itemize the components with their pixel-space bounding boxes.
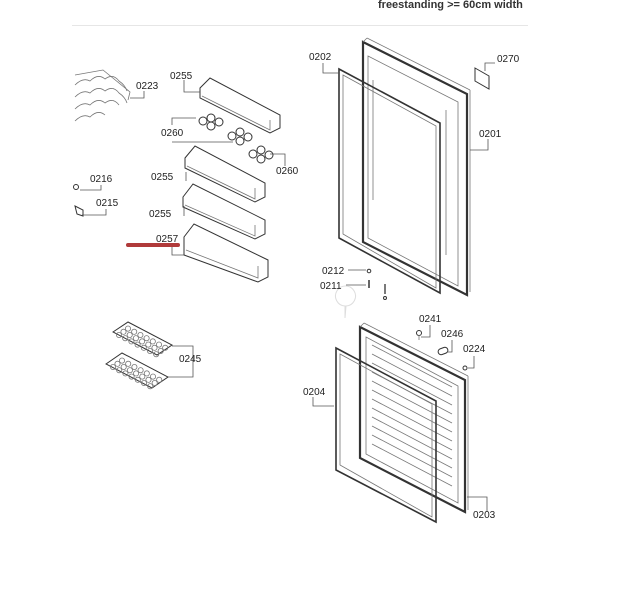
label-0212[interactable]: 0212 [322, 266, 345, 277]
leader-lines [80, 62, 495, 512]
freezer-door-slat [371, 434, 453, 478]
part-0202-fridge-gasket[interactable] [338, 67, 441, 295]
part-0255-bin-middle[interactable] [184, 145, 266, 203]
ice-cube-cell [145, 341, 152, 348]
ice-cube-cell [139, 373, 146, 380]
part-0215[interactable] [74, 205, 84, 217]
header-divider [72, 25, 528, 26]
part-0212[interactable] [366, 268, 372, 274]
part-0201-fridge-door[interactable] [361, 37, 471, 297]
label-0203[interactable]: 0203 [473, 510, 496, 521]
ice-cube-cell [162, 344, 169, 351]
label-0223[interactable]: 0223 [136, 81, 159, 92]
part-0246[interactable] [437, 346, 449, 356]
label-0215[interactable]: 0215 [96, 198, 119, 209]
freezer-door-slat [371, 380, 453, 424]
ice-cube-cell [122, 370, 129, 377]
ice-cube-cell [149, 338, 156, 345]
label-0260[interactable]: 0260 [276, 166, 299, 177]
label-0246[interactable]: 0246 [441, 329, 464, 340]
freezer-door-slat [371, 425, 453, 469]
ice-cube-cell [116, 367, 123, 374]
watermark-icon [335, 285, 356, 319]
label-0260[interactable]: 0260 [161, 128, 184, 139]
part-0270[interactable] [474, 67, 490, 90]
label-0241[interactable]: 0241 [419, 314, 442, 325]
part-0255-bin-lower[interactable] [182, 183, 266, 240]
ice-cube-cell [131, 328, 138, 335]
freezer-door-slat [371, 398, 453, 442]
ice-cube-cell [134, 376, 141, 383]
part-0245-ice-tray-bottom[interactable] [105, 352, 169, 390]
part-0224[interactable] [462, 365, 468, 371]
label-0224[interactable]: 0224 [463, 344, 486, 355]
label-0257[interactable]: 0257 [156, 234, 179, 245]
ice-cube-cell [157, 347, 164, 354]
part-0223-egg-tray[interactable] [74, 69, 131, 122]
ice-cube-cell [131, 363, 138, 370]
ice-cube-cell [137, 367, 144, 374]
ice-cube-cell [120, 328, 127, 335]
freezer-door-slat [371, 362, 453, 406]
label-0201[interactable]: 0201 [479, 129, 502, 140]
ice-cube-cell [132, 335, 139, 342]
freezer-door-slat [371, 353, 453, 397]
part-0255-bin-top[interactable] [199, 77, 281, 134]
ice-cube-cell [143, 370, 150, 377]
ice-cube-cell [120, 363, 127, 370]
part-0260-egg-holder[interactable] [198, 113, 274, 164]
ice-cube-cell [153, 351, 160, 358]
label-0270[interactable]: 0270 [497, 54, 520, 65]
ice-cube-cell [149, 373, 156, 380]
ice-cube-cell [155, 341, 162, 348]
part-0241[interactable] [416, 330, 422, 341]
label-0255[interactable]: 0255 [151, 172, 174, 183]
freezer-door-slat [371, 416, 453, 460]
ice-cube-cell [140, 379, 147, 386]
ice-cube-cell [125, 325, 132, 332]
ice-cube-cell [143, 335, 150, 342]
ice-cube-cell [151, 379, 158, 386]
ice-cube-cell [140, 344, 147, 351]
ice-cube-cell [125, 360, 132, 367]
ice-cube-cell [110, 363, 117, 370]
label-0255[interactable]: 0255 [149, 209, 172, 220]
ice-cube-cell [151, 344, 158, 351]
label-0255[interactable]: 0255 [170, 71, 193, 82]
freezer-door-slat [371, 443, 453, 487]
ice-cube-cell [116, 331, 123, 338]
part-0245-ice-tray-top[interactable] [112, 321, 173, 358]
ice-cube-cell [146, 347, 153, 354]
ice-cube-cell [137, 331, 144, 338]
ice-cube-cell [128, 338, 135, 345]
freezer-door-slat [371, 389, 453, 433]
part-0216[interactable] [73, 184, 79, 190]
part-0203-freezer-door[interactable] [358, 322, 469, 514]
label-0245[interactable]: 0245 [179, 354, 202, 365]
ice-cube-cell [126, 331, 133, 338]
ice-cube-cell [145, 376, 152, 383]
ice-cube-cell [119, 357, 126, 364]
ice-cube-cell [128, 373, 135, 380]
ice-cube-cell [147, 383, 154, 390]
ice-cube-cell [126, 367, 133, 374]
label-0211[interactable]: 0211 [320, 281, 342, 292]
ice-cube-cell [139, 338, 146, 345]
part-0211[interactable] [368, 280, 387, 300]
diagram-title: freestanding >= 60cm width [378, 0, 523, 11]
label-0202[interactable]: 0202 [309, 52, 332, 63]
part-0204-freezer-gasket[interactable] [335, 346, 437, 524]
ice-cube-cell [114, 360, 121, 367]
freezer-door-slat [371, 407, 453, 451]
ice-cube-cell [134, 341, 141, 348]
label-0216[interactable]: 0216 [90, 174, 113, 185]
ice-cube-cell [122, 335, 129, 342]
freezer-door-slat [371, 344, 453, 388]
label-0204[interactable]: 0204 [303, 387, 326, 398]
ice-cube-cell [133, 370, 140, 377]
ice-cube-cell [156, 376, 163, 383]
